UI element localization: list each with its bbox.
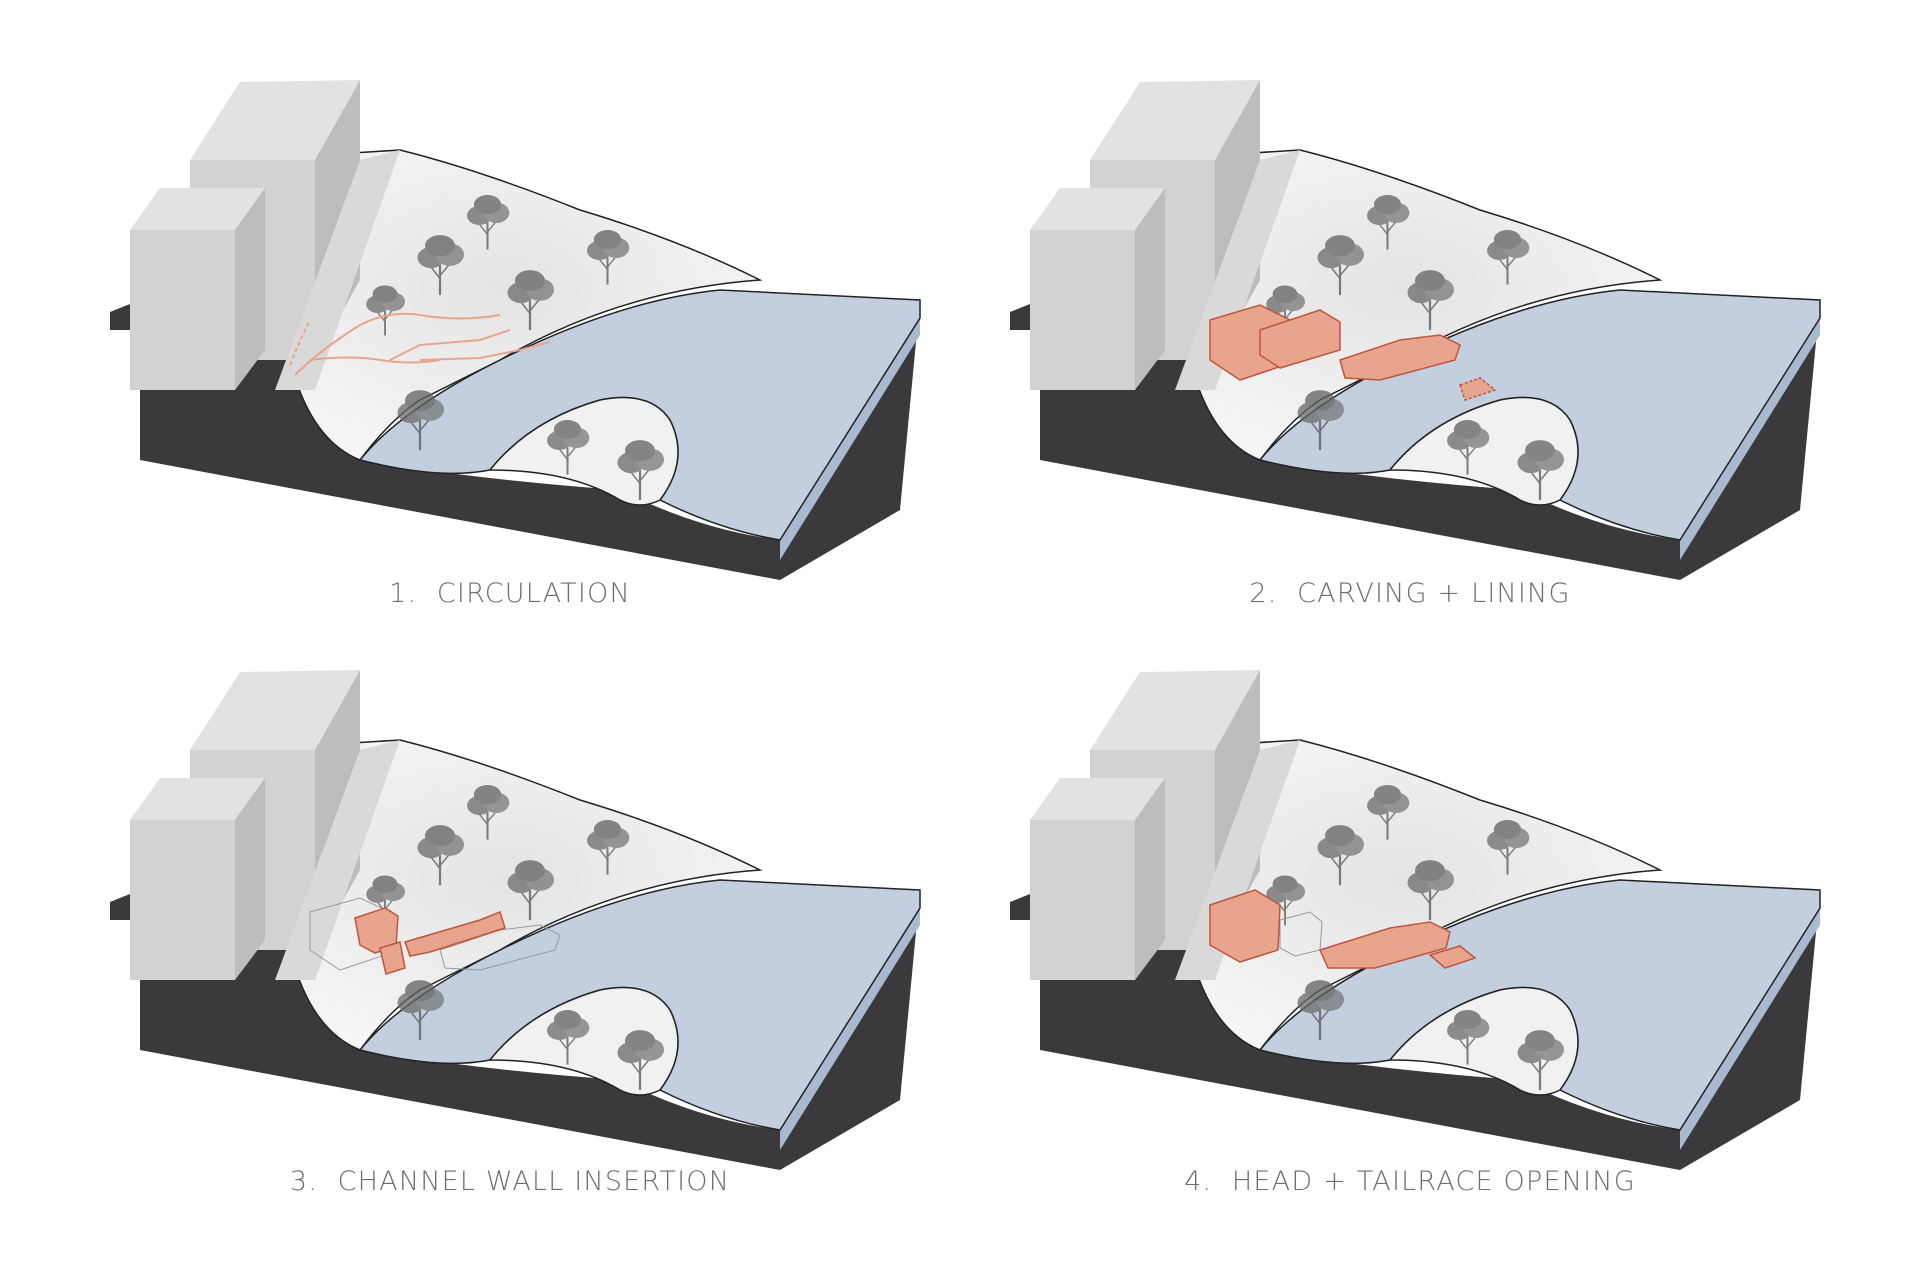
peninsula bbox=[488, 396, 679, 506]
base-landscape bbox=[1010, 80, 1821, 580]
building-lower-side bbox=[235, 778, 265, 980]
building-lower-side bbox=[235, 188, 265, 390]
building-lower-front bbox=[130, 230, 235, 390]
openings bbox=[1209, 889, 1477, 969]
caption-1: 1. CIRCULATION bbox=[389, 578, 631, 609]
peninsula bbox=[1388, 396, 1579, 506]
block-diagram bbox=[1010, 670, 1821, 1170]
base-landscape bbox=[110, 80, 921, 580]
building-top bbox=[1090, 670, 1260, 750]
building-lower-side bbox=[1135, 778, 1165, 980]
soil-section bbox=[1010, 890, 1820, 1170]
water-side bbox=[1680, 908, 1820, 1150]
building-lower-top bbox=[1030, 188, 1165, 230]
channel-ramp bbox=[275, 740, 400, 980]
water-side bbox=[780, 318, 920, 560]
building-lower-top bbox=[1030, 778, 1165, 820]
block-diagram bbox=[110, 80, 921, 580]
panel-head-tailrace-opening bbox=[960, 650, 1860, 1190]
water-side bbox=[1680, 318, 1820, 560]
base-landscape bbox=[1010, 670, 1821, 1170]
caption-4: 4. HEAD + TAILRACE OPENING bbox=[1184, 1166, 1636, 1197]
building-lower-front bbox=[1030, 820, 1135, 980]
water-side bbox=[780, 908, 920, 1150]
building-lower-top bbox=[130, 188, 265, 230]
block-diagram bbox=[1010, 80, 1821, 580]
building-lower-top bbox=[130, 778, 265, 820]
channel-walls bbox=[354, 907, 506, 975]
block-diagram bbox=[110, 670, 921, 1170]
panel-carving-lining bbox=[960, 60, 1860, 600]
carved-volumes bbox=[1209, 304, 1497, 401]
soil-section bbox=[110, 300, 920, 580]
building-lower-side bbox=[1135, 188, 1165, 390]
panel-circulation bbox=[60, 60, 960, 600]
soil-section bbox=[110, 890, 920, 1170]
panel-channel-wall-insertion bbox=[60, 650, 960, 1190]
building-lower-front bbox=[130, 820, 235, 980]
circulation-paths bbox=[289, 312, 551, 376]
caption-2: 2. CARVING + LINING bbox=[1249, 578, 1571, 609]
building-top bbox=[190, 80, 360, 160]
channel-ramp bbox=[1175, 150, 1300, 390]
building-lower-front bbox=[1030, 230, 1135, 390]
building-top bbox=[1090, 80, 1260, 160]
base-landscape bbox=[110, 670, 921, 1170]
peninsula bbox=[1388, 986, 1579, 1096]
soil-section bbox=[1010, 300, 1820, 580]
caption-3: 3. CHANNEL WALL INSERTION bbox=[289, 1166, 731, 1197]
building-top bbox=[190, 670, 360, 750]
channel-ramp bbox=[1175, 740, 1300, 980]
peninsula bbox=[488, 986, 679, 1096]
